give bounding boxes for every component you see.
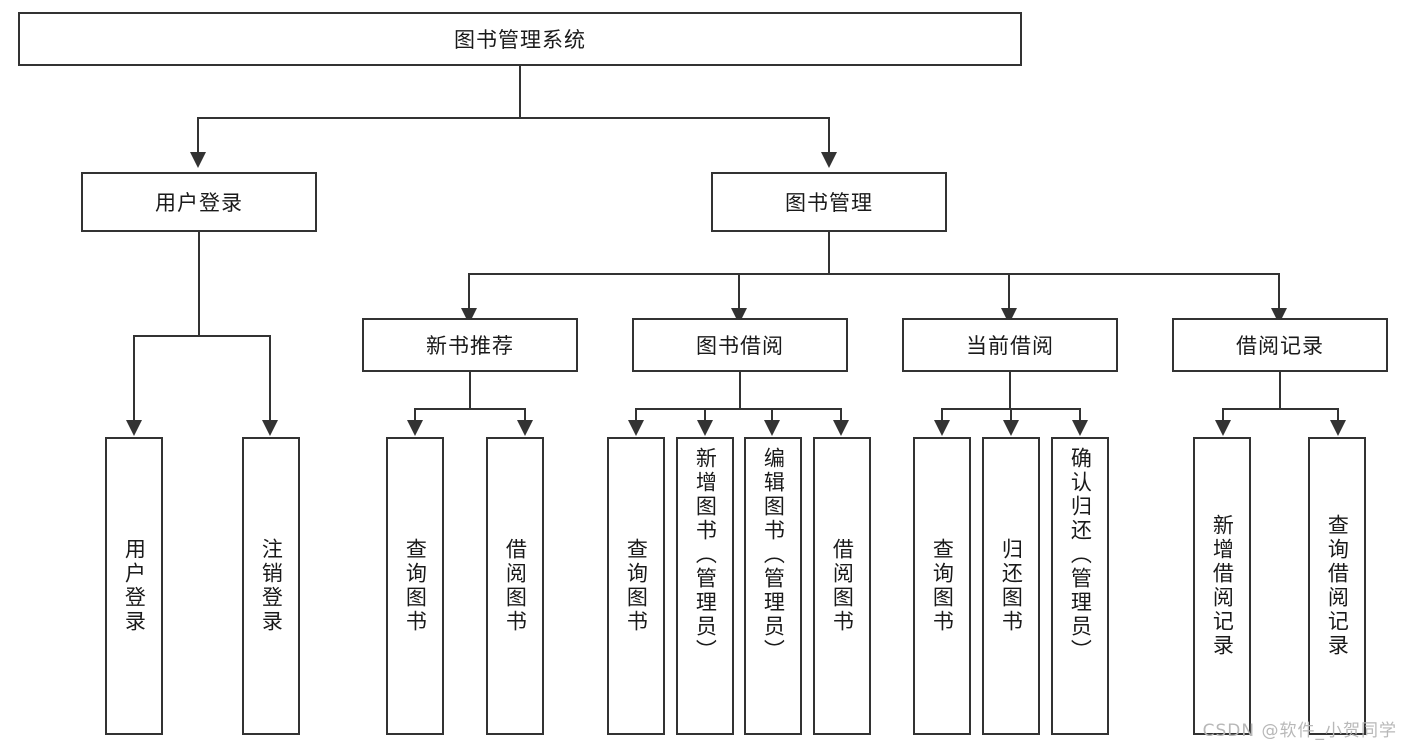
connector-new-book-recommend-stem	[469, 372, 471, 409]
connector-bb-leaf-1	[635, 408, 637, 421]
leaf-label: 查询图书	[624, 538, 649, 634]
connector-user-login-stem	[198, 232, 200, 336]
connector-to-new-book-recommend	[468, 273, 470, 309]
connector-root-to-book-management	[828, 117, 830, 153]
leaf-query-book-borrow[interactable]: 查询图书	[607, 437, 665, 735]
connector-book-borrow-stem	[739, 372, 741, 409]
leaf-label: 注销登录	[259, 538, 284, 634]
node-label: 当前借阅	[966, 334, 1054, 358]
leaf-label: 用户登录	[122, 538, 147, 634]
arrow-bb-leaf-1	[628, 420, 644, 436]
node-book-borrow[interactable]: 图书借阅	[632, 318, 848, 372]
connector-user-login-to-leaf-1	[133, 335, 135, 421]
leaf-logout[interactable]: 注销登录	[242, 437, 300, 735]
leaf-edit-book-admin[interactable]: 编辑图书（管理员）	[744, 437, 802, 735]
node-label: 用户登录	[155, 191, 243, 215]
arrow-bb-leaf-2	[697, 420, 713, 436]
leaf-borrow-book[interactable]: 借阅图书	[813, 437, 871, 735]
node-label: 图书管理	[785, 191, 873, 215]
connector-book-management-stem	[828, 232, 830, 274]
arrow-cb-leaf-1	[934, 420, 950, 436]
connector-user-login-bus	[133, 335, 270, 337]
connector-to-current-borrow	[1008, 273, 1010, 309]
arrow-br-leaf-1	[1215, 420, 1231, 436]
leaf-query-borrow-record[interactable]: 查询借阅记录	[1308, 437, 1366, 735]
leaf-confirm-return-admin[interactable]: 确认归还（管理员）	[1051, 437, 1109, 735]
node-borrow-record[interactable]: 借阅记录	[1172, 318, 1388, 372]
leaf-label: 确认归还（管理员）	[1068, 447, 1093, 663]
node-current-borrow[interactable]: 当前借阅	[902, 318, 1118, 372]
connector-cb-leaf-3	[1079, 408, 1081, 421]
connector-nbr-leaf-1	[414, 408, 416, 421]
connector-user-login-to-leaf-2	[269, 335, 271, 421]
arrow-user-login-to-leaf-1	[126, 420, 142, 436]
node-label: 借阅记录	[1236, 334, 1324, 358]
arrow-bb-leaf-3	[764, 420, 780, 436]
arrow-user-login-to-leaf-2	[262, 420, 278, 436]
connector-borrow-record-bus	[1222, 408, 1339, 410]
node-label: 图书借阅	[696, 334, 784, 358]
connector-cb-leaf-2	[1010, 408, 1012, 421]
arrow-nbr-leaf-2	[517, 420, 533, 436]
arrow-cb-leaf-3	[1072, 420, 1088, 436]
arrow-nbr-leaf-1	[407, 420, 423, 436]
connector-borrow-record-stem	[1279, 372, 1281, 409]
leaf-label: 新增图书（管理员）	[693, 447, 718, 663]
leaf-label: 查询图书	[930, 538, 955, 634]
node-user-login[interactable]: 用户登录	[81, 172, 317, 232]
leaf-user-login[interactable]: 用户登录	[105, 437, 163, 735]
leaf-label: 查询图书	[403, 538, 428, 634]
leaf-add-borrow-record[interactable]: 新增借阅记录	[1193, 437, 1251, 735]
arrow-bb-leaf-4	[833, 420, 849, 436]
connector-br-leaf-2	[1337, 408, 1339, 421]
node-book-management[interactable]: 图书管理	[711, 172, 947, 232]
leaf-add-book-admin[interactable]: 新增图书（管理员）	[676, 437, 734, 735]
leaf-label: 编辑图书（管理员）	[761, 447, 786, 663]
connector-current-borrow-stem	[1009, 372, 1011, 409]
leaf-label: 归还图书	[999, 538, 1024, 634]
connector-bb-leaf-4	[840, 408, 842, 421]
connector-root-bus	[198, 117, 829, 119]
node-label: 图书管理系统	[454, 28, 586, 52]
leaf-query-book-current[interactable]: 查询图书	[913, 437, 971, 735]
connector-book-borrow-bus	[635, 408, 842, 410]
leaf-label: 借阅图书	[830, 538, 855, 634]
leaf-return-book[interactable]: 归还图书	[982, 437, 1040, 735]
connector-nbr-leaf-2	[524, 408, 526, 421]
leaf-label: 新增借阅记录	[1210, 514, 1235, 658]
leaf-query-book-recommend[interactable]: 查询图书	[386, 437, 444, 735]
connector-root-stem	[519, 66, 521, 118]
arrow-cb-leaf-2	[1003, 420, 1019, 436]
arrow-root-to-book-management	[821, 152, 837, 168]
node-label: 新书推荐	[426, 334, 514, 358]
arrow-root-to-user-login	[190, 152, 206, 168]
connector-root-to-user-login	[197, 117, 199, 153]
leaf-label: 借阅图书	[503, 538, 528, 634]
connector-to-book-borrow	[738, 273, 740, 309]
connector-level3-bus	[468, 273, 1280, 275]
connector-bb-leaf-3	[771, 408, 773, 421]
connector-bb-leaf-2	[704, 408, 706, 421]
connector-new-book-recommend-bus	[414, 408, 526, 410]
node-root-book-management-system[interactable]: 图书管理系统	[18, 12, 1022, 66]
connector-cb-leaf-1	[941, 408, 943, 421]
arrow-br-leaf-2	[1330, 420, 1346, 436]
leaf-borrow-book-recommend[interactable]: 借阅图书	[486, 437, 544, 735]
node-new-book-recommend[interactable]: 新书推荐	[362, 318, 578, 372]
connector-br-leaf-1	[1222, 408, 1224, 421]
connector-to-borrow-record	[1278, 273, 1280, 309]
leaf-label: 查询借阅记录	[1325, 514, 1350, 658]
